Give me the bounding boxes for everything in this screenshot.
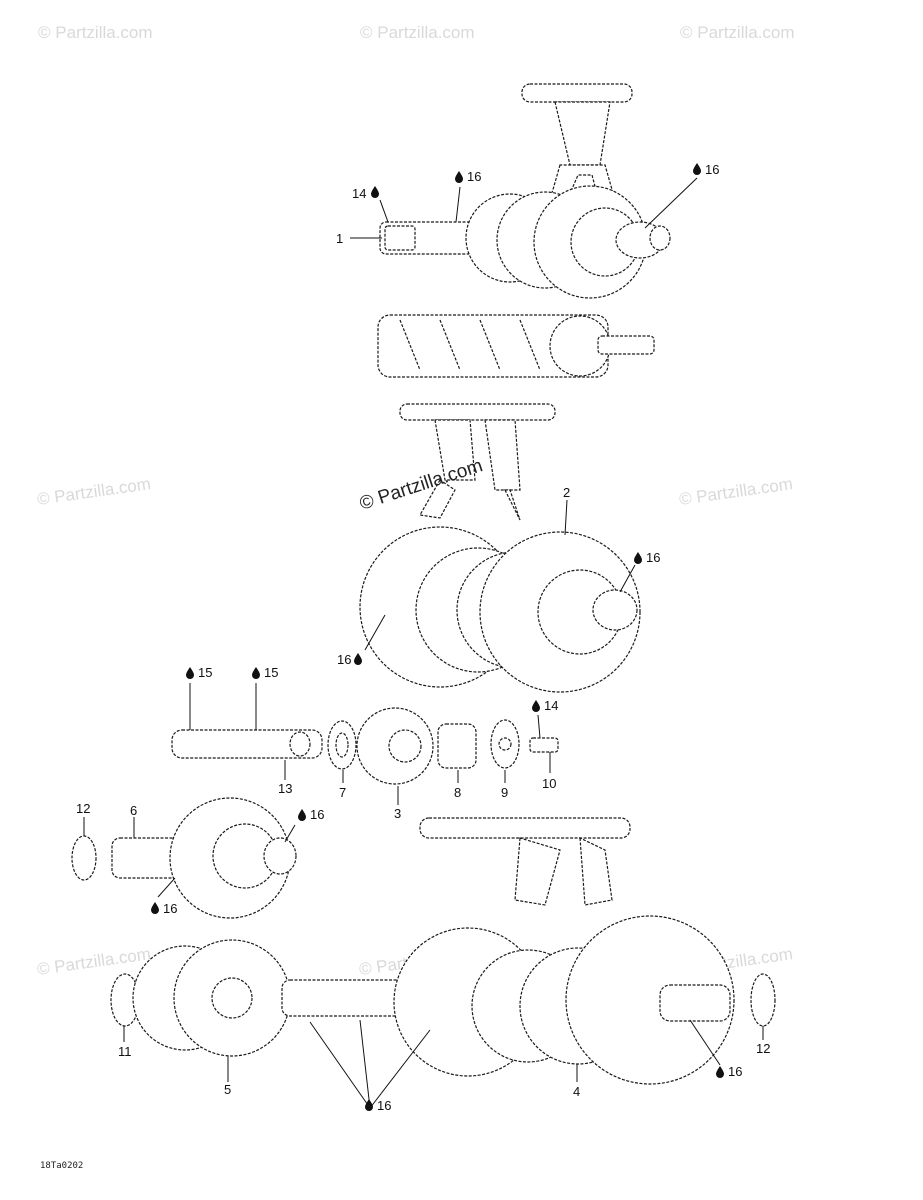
needle-bearing-8: [437, 723, 477, 769]
main-shaft: [379, 185, 671, 299]
idler-shaft: [171, 729, 323, 759]
watermark: © Partzilla.com: [38, 23, 153, 42]
idler-gear-3: [356, 707, 434, 785]
callout-9: 9: [501, 785, 508, 800]
oil-drop-icon: [371, 186, 379, 198]
lube-mark-16: 16: [310, 807, 324, 822]
lube-mark-16: 16: [337, 652, 351, 667]
oil-drop-icon: [298, 809, 306, 821]
callout-12-left: 12: [76, 801, 90, 816]
oil-drop-icon: [634, 552, 642, 564]
bolt-10: [529, 737, 559, 753]
shift-drum: [377, 314, 655, 378]
gear-6-assembly: [111, 797, 297, 919]
oil-drop-icon: [252, 667, 260, 679]
callout-3: 3: [394, 806, 401, 821]
shift-forks-middle: [399, 403, 556, 521]
oil-drop-icon: [365, 1099, 373, 1111]
callout-6: 6: [130, 803, 137, 818]
lube-mark-15: 15: [198, 665, 212, 680]
callout-2: 2: [563, 485, 570, 500]
callout-5: 5: [224, 1082, 231, 1097]
circlip-12-right: [750, 973, 776, 1027]
oil-drop-icon: [455, 171, 463, 183]
watermark: © Partzilla.com: [36, 474, 152, 509]
counter-shaft: [359, 526, 641, 693]
oil-drop-icon: [693, 163, 701, 175]
oil-drop-icon: [354, 653, 362, 665]
watermark: © Partzilla.com: [680, 23, 795, 42]
callout-10: 10: [542, 776, 556, 791]
watermark: © Partzilla.com: [678, 474, 794, 509]
lube-mark-15: 15: [264, 665, 278, 680]
thrust-washer-7: [327, 720, 357, 770]
callout-13: 13: [278, 781, 292, 796]
lube-mark-16: 16: [705, 162, 719, 177]
watermark: © Partzilla.com: [36, 944, 152, 979]
washer-9: [490, 719, 520, 769]
gear-5: [132, 939, 291, 1057]
circlip-12-left: [71, 835, 97, 881]
callout-4: 4: [573, 1084, 580, 1099]
leader-lines: [83, 177, 764, 1109]
oil-drop-icon: [186, 667, 194, 679]
callout-12-right: 12: [756, 1041, 770, 1056]
part-callouts: 1 2 3 4 5 6 7 8 9 10 11 12 12 13: [76, 231, 770, 1099]
oil-drop-icon: [151, 902, 159, 914]
lube-mark-16: 16: [377, 1098, 391, 1113]
watermark: © Partzilla.com: [360, 23, 475, 42]
callout-11: 11: [118, 1044, 132, 1059]
lube-mark-14: 14: [544, 698, 558, 713]
output-shaft-4: [281, 915, 735, 1085]
lube-mark-14: 14: [352, 186, 366, 201]
shift-fork-top: [521, 83, 633, 206]
watermarks: © Partzilla.com © Partzilla.com © Partzi…: [36, 23, 795, 979]
callout-7: 7: [339, 785, 346, 800]
oil-drop-icon: [716, 1066, 724, 1078]
lube-markers: 14 16 16 16 16 15 15 14 16 16 16 16: [151, 162, 742, 1113]
oil-drop-icon: [532, 700, 540, 712]
lube-mark-16: 16: [728, 1064, 742, 1079]
lube-mark-16: 16: [646, 550, 660, 565]
drawing-code: 18Ta0202: [40, 1161, 83, 1171]
lube-mark-16: 16: [163, 901, 177, 916]
center-watermark: © Partzilla.com: [357, 455, 485, 515]
shift-fork-bottom: [419, 817, 631, 906]
lube-mark-16: 16: [467, 169, 481, 184]
callout-8: 8: [454, 785, 461, 800]
callout-1: 1: [336, 231, 343, 246]
